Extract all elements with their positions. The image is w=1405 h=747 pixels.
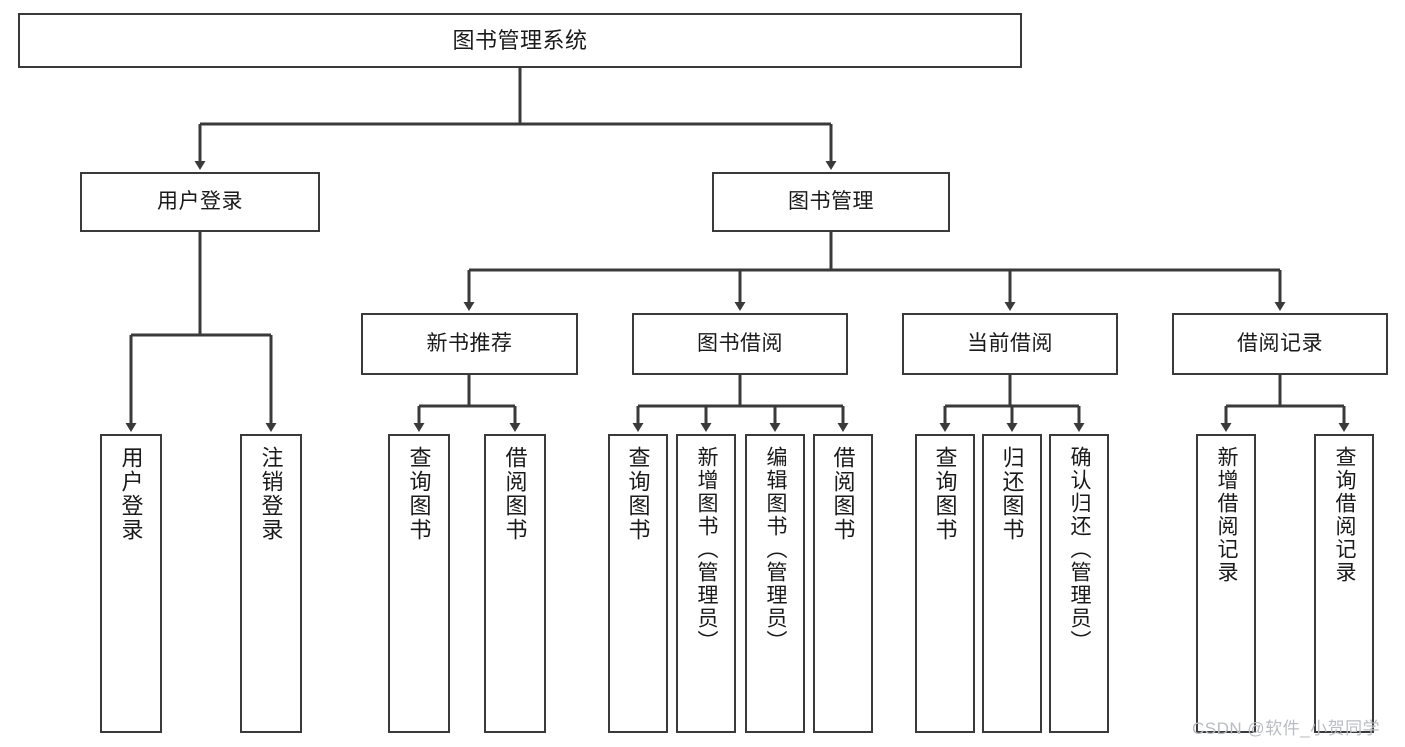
leaf-query-book-2[interactable]: 查询图书 (608, 434, 668, 733)
node-root-system[interactable]: 图书管理系统 (18, 13, 1022, 68)
node-label: 注销登录 (258, 446, 284, 542)
node-label: 用户登录 (157, 189, 243, 213)
node-label: 查询图书 (932, 446, 958, 542)
leaf-borrow-book-2[interactable]: 借阅图书 (813, 434, 873, 733)
leaf-edit-book[interactable]: 编辑图书（管理员） (745, 434, 805, 733)
node-book-manage[interactable]: 图书管理 (712, 172, 950, 232)
node-label: 确认归还（管理员） (1068, 446, 1092, 653)
node-label: 借阅图书 (502, 446, 528, 542)
node-book-borrow[interactable]: 图书借阅 (632, 313, 848, 375)
leaf-query-borrow-record[interactable]: 查询借阅记录 (1314, 434, 1374, 733)
leaf-return-book[interactable]: 归还图书 (982, 434, 1042, 733)
csdn-watermark: CSDN @软件_小贺同学 (1192, 719, 1381, 738)
node-label: 新增借阅记录 (1215, 446, 1239, 584)
leaf-add-book[interactable]: 新增图书（管理员） (676, 434, 736, 733)
leaf-logout[interactable]: 注销登录 (240, 434, 302, 733)
node-label: 编辑图书（管理员） (764, 446, 788, 653)
node-new-book-recommend[interactable]: 新书推荐 (361, 313, 578, 375)
node-label: 新书推荐 (426, 331, 513, 355)
leaf-user-login[interactable]: 用户登录 (100, 434, 162, 733)
node-label: 借阅图书 (830, 446, 856, 542)
node-label: 图书管理系统 (452, 27, 588, 53)
leaf-query-book-3[interactable]: 查询图书 (915, 434, 975, 733)
node-label: 查询图书 (406, 446, 432, 542)
leaf-borrow-book-1[interactable]: 借阅图书 (484, 434, 546, 733)
node-label: 查询借阅记录 (1333, 446, 1357, 584)
node-label: 借阅记录 (1237, 331, 1323, 355)
node-label: 图书管理 (788, 189, 874, 213)
node-label: 归还图书 (999, 446, 1025, 542)
leaf-query-book-1[interactable]: 查询图书 (388, 434, 450, 733)
node-label: 当前借阅 (967, 331, 1053, 355)
leaf-confirm-return[interactable]: 确认归还（管理员） (1049, 434, 1109, 733)
node-label: 新增图书（管理员） (695, 446, 719, 653)
node-borrow-record[interactable]: 借阅记录 (1172, 313, 1388, 375)
node-user-login[interactable]: 用户登录 (80, 172, 320, 232)
node-label: 用户登录 (118, 446, 144, 542)
node-label: 图书借阅 (697, 331, 783, 355)
leaf-add-borrow-record[interactable]: 新增借阅记录 (1196, 434, 1256, 733)
node-current-borrow[interactable]: 当前借阅 (902, 313, 1118, 375)
node-label: 查询图书 (625, 446, 651, 542)
